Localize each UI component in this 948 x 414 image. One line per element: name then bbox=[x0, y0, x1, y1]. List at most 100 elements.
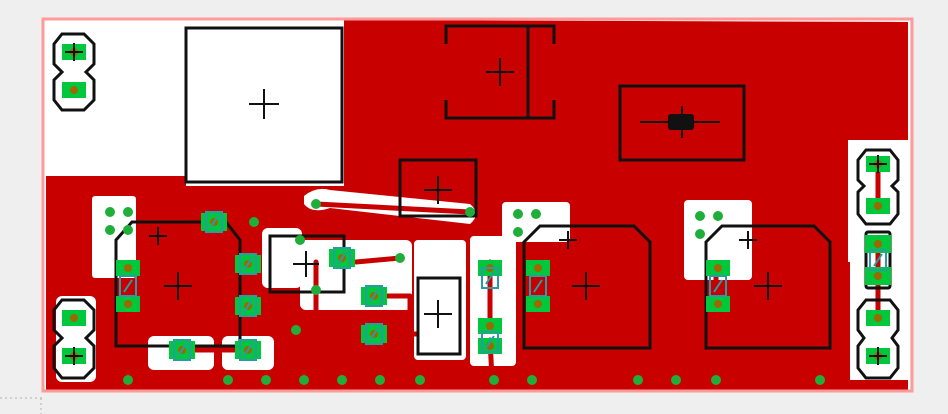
component-origin-icon bbox=[754, 272, 782, 300]
via bbox=[249, 217, 259, 227]
smd-marker bbox=[173, 339, 191, 361]
origin-guides bbox=[0, 397, 42, 414]
smd-marker-tick bbox=[713, 279, 723, 293]
via bbox=[105, 207, 115, 217]
smd-marker bbox=[205, 211, 223, 233]
smd-marker-box bbox=[119, 275, 137, 297]
header-j2-outline bbox=[52, 298, 96, 380]
vias-layer bbox=[105, 199, 825, 385]
smd-marker-box bbox=[365, 323, 383, 345]
smd-marker bbox=[481, 267, 499, 289]
pad-drill bbox=[714, 300, 722, 308]
pad-drill bbox=[124, 264, 132, 272]
component-origin-icon bbox=[149, 227, 167, 245]
smd-marker-tick bbox=[209, 215, 219, 229]
via bbox=[513, 227, 523, 237]
component-origin-icon bbox=[424, 300, 452, 328]
smd-markers-layer bbox=[119, 211, 887, 361]
smd-marker-tick bbox=[485, 271, 495, 285]
via bbox=[633, 375, 643, 385]
via bbox=[415, 375, 425, 385]
via bbox=[395, 253, 405, 263]
smd-marker-box bbox=[333, 247, 351, 269]
smd-marker-tick bbox=[243, 343, 253, 357]
component-outline-cap3 bbox=[704, 224, 832, 350]
via bbox=[711, 375, 721, 385]
component-origins-layer bbox=[65, 43, 887, 365]
component-outline-d1 bbox=[618, 84, 746, 162]
component-outline-reg bbox=[398, 158, 478, 218]
silkscreen-outlines bbox=[114, 24, 832, 356]
smd-marker-box bbox=[205, 211, 223, 233]
component-origin-icon bbox=[869, 347, 887, 365]
smd-marker-box bbox=[481, 267, 499, 289]
via bbox=[291, 325, 301, 335]
smd-marker-box bbox=[529, 275, 547, 297]
via bbox=[465, 207, 475, 217]
smd-marker-tick bbox=[177, 343, 187, 357]
via bbox=[695, 211, 705, 221]
component-origin-icon bbox=[486, 58, 514, 86]
smd-marker bbox=[239, 339, 257, 361]
pad-drill bbox=[714, 264, 722, 272]
via bbox=[531, 209, 541, 219]
header-j5-outline bbox=[864, 230, 892, 290]
via bbox=[311, 199, 321, 209]
component-origin-icon bbox=[249, 89, 279, 119]
via bbox=[311, 285, 321, 295]
smd-marker bbox=[239, 295, 257, 317]
component-outline-c-top bbox=[444, 24, 556, 120]
via bbox=[261, 375, 271, 385]
header-j1-outline bbox=[52, 32, 96, 112]
via bbox=[123, 225, 133, 235]
smd-marker-tick bbox=[369, 327, 379, 341]
via bbox=[815, 375, 825, 385]
via bbox=[223, 375, 233, 385]
pad-drill bbox=[874, 272, 882, 280]
component-outline-cap2 bbox=[522, 224, 652, 350]
header-outlines bbox=[52, 32, 900, 380]
via bbox=[489, 375, 499, 385]
pad-drill bbox=[534, 300, 542, 308]
component-origin-icon bbox=[559, 231, 577, 249]
smd-marker bbox=[529, 275, 547, 297]
via bbox=[105, 225, 115, 235]
smd-marker-tick bbox=[243, 299, 253, 313]
pad-drill bbox=[874, 240, 882, 248]
via bbox=[513, 209, 523, 219]
component-origin-icon bbox=[739, 231, 757, 249]
smd-marker-tick bbox=[873, 253, 883, 267]
smd-marker bbox=[365, 323, 383, 345]
smd-marker-tick bbox=[485, 335, 495, 349]
via bbox=[695, 229, 705, 239]
smd-marker-box bbox=[239, 253, 257, 275]
smd-marker-tick bbox=[369, 289, 379, 303]
pads-layer bbox=[62, 44, 891, 364]
component-outline-cap1 bbox=[114, 220, 242, 348]
smd-marker bbox=[709, 275, 727, 297]
smd-marker bbox=[239, 253, 257, 275]
pad-drill bbox=[534, 264, 542, 272]
pad-drill bbox=[70, 314, 78, 322]
smd-marker bbox=[333, 247, 351, 269]
component-origin-icon bbox=[164, 272, 192, 300]
smd-marker-box bbox=[709, 275, 727, 297]
smd-marker-box bbox=[365, 285, 383, 307]
component-origin-icon bbox=[65, 347, 83, 365]
smd-marker-box bbox=[239, 339, 257, 361]
smd-marker-tick bbox=[123, 279, 133, 293]
pad-drill bbox=[874, 202, 882, 210]
component-outline-u1 bbox=[184, 26, 344, 184]
pad-drill bbox=[124, 300, 132, 308]
header-j3-outline bbox=[856, 148, 900, 226]
smd-marker-box bbox=[481, 331, 499, 353]
via bbox=[337, 375, 347, 385]
pad-drill bbox=[70, 86, 78, 94]
via bbox=[123, 207, 133, 217]
component-origin-icon bbox=[293, 251, 319, 277]
via bbox=[295, 235, 305, 245]
header-j4-outline bbox=[856, 298, 900, 380]
via bbox=[671, 375, 681, 385]
